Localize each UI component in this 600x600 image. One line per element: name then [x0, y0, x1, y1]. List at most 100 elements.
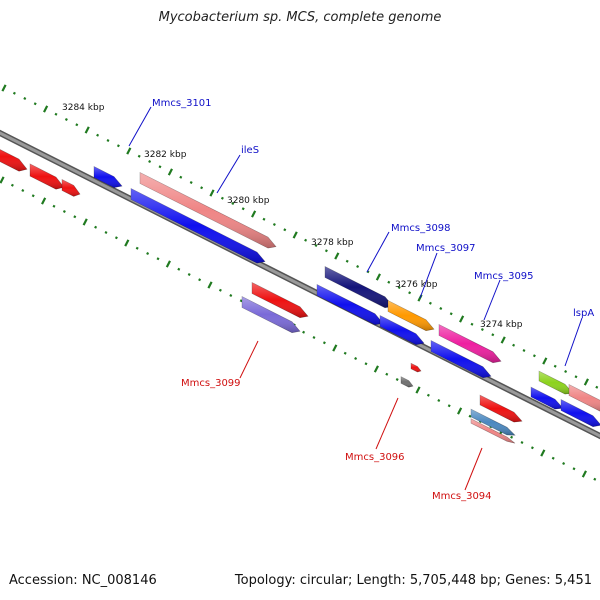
ruler-major-tick	[459, 315, 465, 323]
ruler-major-tick	[581, 470, 587, 478]
ruler-ticks-inner	[0, 176, 597, 481]
ruler-minor-tick	[198, 278, 202, 282]
gene-label-mmcs-3098[interactable]: Mmcs_3098	[391, 223, 451, 234]
ruler-minor-tick	[426, 393, 430, 397]
ruler-minor-tick	[343, 351, 347, 355]
ruler-label-3276: 3276 kbp	[395, 280, 438, 290]
ruler-major-tick	[457, 407, 463, 415]
ruler-label-3282: 3282 kbp	[144, 150, 187, 160]
ruler-minor-tick	[156, 257, 160, 261]
ruler-minor-tick	[468, 414, 472, 418]
ruler-minor-tick	[364, 362, 368, 366]
ruler-minor-tick	[562, 462, 566, 465]
ruler-minor-tick	[148, 160, 152, 163]
ruler-major-tick	[43, 105, 49, 113]
gene-label-mmcs-3097[interactable]: Mmcs_3097	[416, 243, 476, 254]
ruler-minor-tick	[304, 238, 308, 242]
ruler-major-tick	[373, 365, 379, 373]
gene-label-mmcs-3096[interactable]: Mmcs_3096	[345, 452, 405, 463]
ruler-minor-tick	[324, 249, 328, 253]
ruler-major-tick	[84, 126, 90, 134]
gene-feature-shading	[539, 371, 573, 395]
ruler-minor-tick	[23, 97, 27, 100]
ruler-minor-tick	[447, 404, 451, 408]
gene-feature-shading	[480, 395, 522, 423]
ruler-minor-tick	[553, 364, 557, 368]
ruler-major-tick	[124, 239, 130, 247]
ruler-minor-tick	[470, 322, 474, 326]
ruler-minor-tick	[272, 223, 276, 226]
ruler-minor-tick	[595, 385, 599, 389]
gene-label-lspa[interactable]: lspA	[573, 308, 594, 319]
gene-feature-shading	[0, 149, 27, 172]
ruler-minor-tick	[218, 288, 222, 292]
ruler-minor-tick	[54, 112, 58, 116]
gene-feature-shading	[531, 387, 563, 410]
ruler-minor-tick	[408, 291, 412, 295]
ruler-minor-tick	[231, 202, 235, 205]
ruler-minor-tick	[96, 133, 100, 137]
genome-backbone	[0, 129, 600, 440]
ruler-minor-tick	[177, 267, 181, 271]
ruler-minor-tick	[564, 370, 568, 373]
ruler-minor-tick	[551, 456, 555, 460]
ruler-minor-tick	[179, 175, 183, 179]
ruler-minor-tick	[262, 217, 266, 221]
gene-feature-shading	[317, 284, 383, 325]
ruler-minor-tick	[75, 123, 79, 127]
ruler-minor-tick	[62, 210, 66, 213]
ruler-major-tick	[542, 357, 548, 365]
ruler-ticks-outer	[1, 84, 599, 389]
ruler-minor-tick	[33, 102, 37, 106]
ruler-minor-tick	[220, 196, 224, 200]
ruler-major-tick	[165, 260, 171, 268]
label-leaders	[128, 106, 583, 491]
ruler-minor-tick	[510, 435, 514, 439]
gene-label-mmcs-3094[interactable]: Mmcs_3094	[432, 491, 492, 502]
ruler-major-tick	[82, 218, 88, 226]
ruler-minor-tick	[73, 215, 77, 219]
ruler-minor-tick	[395, 378, 399, 381]
ruler-major-tick	[209, 189, 215, 197]
gene-feature-shading	[30, 163, 64, 190]
ruler-label-3278: 3278 kbp	[311, 238, 354, 248]
ruler-minor-tick	[189, 181, 193, 184]
gene-features	[0, 149, 600, 444]
gene-feature-shading	[252, 282, 308, 318]
ruler-major-tick	[167, 168, 173, 176]
ruler-minor-tick	[428, 301, 432, 305]
gene-feature-shading	[242, 296, 300, 333]
ruler-minor-tick	[312, 336, 316, 339]
gene-label-mmcs-3101[interactable]: Mmcs_3101	[152, 98, 212, 109]
ruler-minor-tick	[366, 270, 370, 274]
gene-feature-shading	[140, 172, 276, 249]
ruler-major-tick	[415, 386, 421, 394]
ruler-minor-tick	[322, 341, 326, 345]
ruler-minor-tick	[397, 286, 401, 289]
ruler-minor-tick	[480, 328, 484, 331]
ruler-minor-tick	[241, 207, 245, 211]
gene-label-mmcs-3095[interactable]: Mmcs_3095	[474, 271, 534, 282]
ruler-major-tick	[251, 210, 257, 218]
ruler-major-tick	[332, 344, 338, 352]
gene-label-mmcs-3099[interactable]: Mmcs_3099	[181, 378, 241, 389]
ruler-minor-tick	[532, 354, 536, 358]
ruler-minor-tick	[302, 330, 306, 334]
gene-label-iles[interactable]: ileS	[241, 145, 259, 156]
ruler-minor-tick	[520, 441, 524, 444]
gene-feature-shading	[401, 376, 413, 388]
gene-feature-shading	[131, 188, 265, 264]
ruler-minor-tick	[314, 244, 318, 247]
ruler-minor-tick	[52, 204, 56, 208]
ruler-major-tick	[334, 252, 340, 260]
ruler-minor-tick	[114, 236, 118, 240]
gene-feature-shading	[411, 363, 421, 372]
ruler-minor-tick	[283, 228, 287, 232]
gene-feature-shading	[94, 166, 122, 188]
genome-summary: Topology: circular; Length: 5,705,448 bp…	[234, 573, 592, 588]
ruler-label-3274: 3274 kbp	[480, 320, 523, 330]
ruler-minor-tick	[12, 91, 16, 95]
gene-feature-shading	[471, 418, 515, 444]
ruler-major-tick	[375, 273, 381, 281]
ruler-minor-tick	[229, 294, 233, 297]
